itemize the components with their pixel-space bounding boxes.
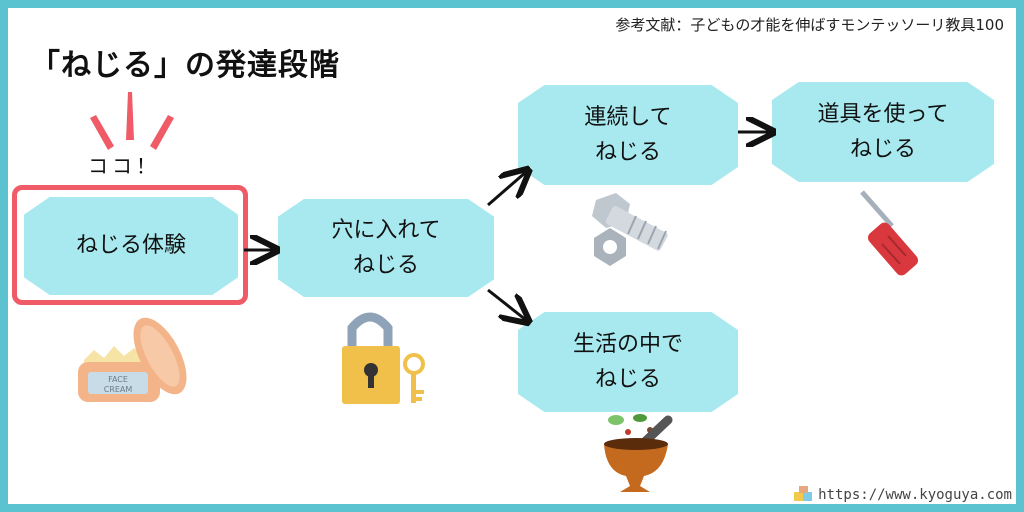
stage-node-5: 生活の中で ねじる (518, 312, 738, 412)
stage-node-2: 穴に入れて ねじる (278, 199, 494, 297)
stage-node-3: 連続して ねじる (518, 85, 738, 185)
current-stage-highlight (12, 185, 248, 305)
face-cream-label-line1: FACE (108, 375, 128, 384)
stage-node-5-label: 生活の中で ねじる (572, 331, 683, 392)
stage-node-4-label: 道具を使って ねじる (817, 101, 949, 162)
page-title: 「ねじる」の発達段階 (30, 48, 340, 83)
reference-note: 参考文献：子どもの才能を伸ばすモンテッソーリ教具100 (615, 16, 1004, 34)
stage-node-2-label: 穴に入れて ねじる (331, 217, 441, 278)
kyoguya-logo-icon (794, 486, 813, 501)
stage-node-1: ねじる体験 (24, 197, 238, 295)
source-url-text[interactable]: https://www.kyoguya.com (818, 487, 1012, 503)
face-cream-label-line2: CREAM (104, 385, 133, 394)
stage-node-4: 道具を使って ねじる (772, 82, 994, 182)
stage-node-3-label: 連続して ねじる (584, 104, 672, 165)
arrow-2-5 (487, 288, 526, 320)
stage-node-1-label: ねじる体験 (75, 233, 186, 259)
source-url[interactable]: https://www.kyoguya.com (794, 486, 1012, 504)
arrow-2-3 (487, 172, 526, 207)
callout-label: ココ！ (88, 154, 160, 178)
